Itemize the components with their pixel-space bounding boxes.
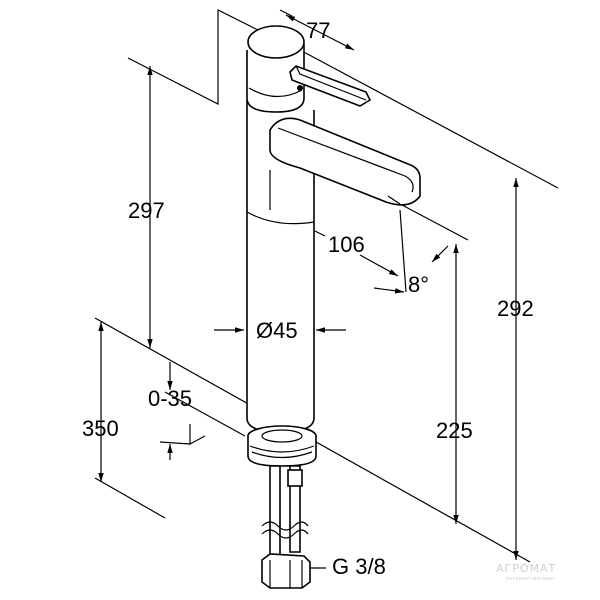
spout — [269, 117, 421, 206]
angle-leg — [399, 209, 407, 293]
dim-handle-width-line — [285, 14, 355, 51]
angle-arrow-right — [431, 245, 449, 263]
base-ring-inner — [261, 429, 303, 443]
dim-reach-line-b — [359, 254, 399, 277]
top-reference-line — [127, 9, 279, 105]
spout-top-edge — [277, 127, 414, 193]
hex-connector — [261, 553, 311, 589]
adjustment-tick — [159, 441, 191, 445]
label-outlet-height: 292 — [497, 296, 534, 321]
watermark: АГРОМАТ интернет-магазин — [496, 562, 556, 582]
cap-screw-icon — [297, 85, 303, 91]
spout-extension — [401, 204, 469, 241]
hose-fitting — [287, 469, 303, 487]
spout-outlet — [387, 195, 401, 205]
hose-right — [289, 465, 301, 553]
dimension-labels: 77 297 106 8° Ø45 292 0-35 350 225 G 3/8 — [82, 18, 534, 579]
cap-top — [247, 25, 305, 59]
label-adjustment-range: 0-35 — [148, 386, 192, 411]
base-ring-grooves — [249, 445, 315, 459]
label-spout-angle: 8° — [408, 272, 429, 297]
label-spout-reach: 106 — [328, 232, 365, 257]
break-mark-top — [261, 521, 309, 531]
label-handle-width: 77 — [306, 18, 330, 43]
label-total-height: 297 — [128, 198, 165, 223]
lever-edge — [295, 65, 367, 101]
column-joint-line — [246, 211, 315, 225]
watermark-brand: АГРОМАТ — [496, 562, 556, 575]
dimension-lines — [98, 9, 519, 571]
base-ring — [247, 436, 317, 467]
angle-arrow-left — [373, 287, 405, 294]
label-connection-thread: G 3/8 — [332, 554, 386, 579]
base-plane-line-lower — [94, 477, 166, 519]
label-body-diameter: Ø45 — [256, 318, 298, 343]
label-base-height: 350 — [82, 416, 119, 441]
cap-ring — [248, 87, 303, 98]
hose-left — [269, 465, 281, 557]
label-spout-clearance: 225 — [436, 418, 473, 443]
faucet — [246, 25, 421, 589]
break-mark-bottom — [261, 529, 309, 539]
watermark-tagline: интернет-магазин — [506, 576, 554, 582]
outlet-height-extension-top — [299, 49, 559, 189]
